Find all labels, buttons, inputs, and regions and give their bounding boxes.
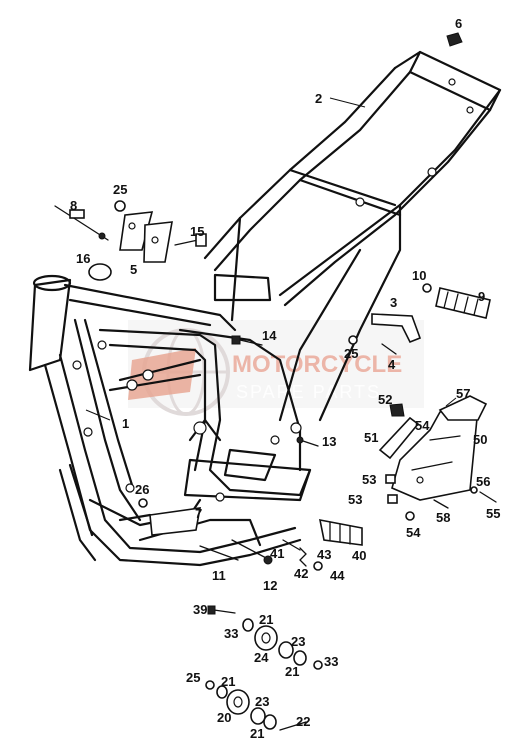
part-3-bracket [371, 313, 422, 344]
part-54-washer-low [405, 511, 415, 521]
callout-14: 14 [262, 328, 277, 343]
part-52-bracket [389, 403, 405, 417]
callout-41: 41 [270, 546, 284, 561]
callout-21d: 21 [250, 726, 264, 741]
callout-58: 58 [436, 510, 450, 525]
callout-13: 13 [322, 434, 336, 449]
part-56-washer [470, 486, 478, 494]
part-5-brackets [119, 211, 173, 263]
part-21-washer-d [263, 714, 277, 730]
part-26-washer [138, 498, 148, 508]
part-9-footpeg [435, 287, 491, 319]
callout-16: 16 [76, 251, 90, 266]
part-25-nut-mid [348, 335, 358, 345]
part-4-screw [381, 343, 397, 355]
part-43-washer [313, 561, 323, 571]
callout-22: 22 [296, 714, 310, 729]
callout-40: 40 [352, 548, 366, 563]
part-21-washer-c [216, 685, 228, 699]
part-58-bolt [433, 499, 449, 509]
part-11-12-bolts [199, 539, 273, 565]
callout-39: 39 [193, 602, 207, 617]
part-14-bolt [231, 335, 263, 346]
callout-51: 51 [364, 430, 378, 445]
part-7-plate [149, 507, 201, 536]
part-24-bushing [254, 625, 278, 651]
callout-21a: 21 [259, 612, 273, 627]
part-42-spring [299, 547, 307, 567]
callout-3: 3 [390, 295, 397, 310]
part-23-spacer-a [278, 641, 294, 659]
callout-23b: 23 [255, 694, 269, 709]
part-22-bolt [279, 721, 307, 731]
callout-55: 55 [486, 506, 500, 521]
callout-2: 2 [315, 91, 322, 106]
callout-43: 43 [317, 547, 331, 562]
part-6-cap [446, 32, 463, 47]
callout-7: 7 [195, 506, 202, 521]
watermark-line2: SPARE PARTS [236, 382, 381, 402]
callout-33b: 33 [324, 654, 338, 669]
watermark-line1: MOTORCYCLE [232, 351, 402, 378]
part-10-nut [422, 283, 432, 293]
callout-11: 11 [212, 568, 226, 583]
callout-42: 42 [294, 566, 308, 581]
callout-44: 44 [330, 568, 345, 583]
part-25-nut-low [205, 680, 215, 690]
part-20-bushing [226, 689, 250, 715]
part-13-bolt [296, 436, 319, 447]
callout-50: 50 [473, 432, 487, 447]
part-57-guard [438, 395, 488, 421]
callout-33a: 33 [224, 626, 238, 641]
callout-56: 56 [476, 474, 490, 489]
callout-5: 5 [130, 262, 137, 277]
part-8-valve [54, 205, 109, 241]
part-55-bolt [479, 491, 497, 503]
callout-6: 6 [455, 16, 462, 31]
part-16-cap [88, 263, 112, 281]
part-50-plate [391, 407, 479, 501]
callout-24: 24 [254, 650, 269, 665]
callout-8: 8 [70, 198, 77, 213]
callout-20: 20 [217, 710, 231, 725]
callout-10: 10 [412, 268, 426, 283]
callout-54b: 54 [406, 525, 421, 540]
part-53-spacers [385, 474, 398, 504]
part-39-bolt [207, 605, 236, 615]
main-frame [28, 50, 502, 567]
part-51-lever [378, 416, 420, 460]
callout-25c: 25 [186, 670, 200, 685]
callout-53b: 53 [348, 492, 362, 507]
callout-25: 25 [113, 182, 127, 197]
callout-52: 52 [378, 392, 392, 407]
part-33-nut [313, 660, 323, 670]
callout-25b: 25 [344, 346, 358, 361]
callout-labels: 6 2 25 8 15 16 5 10 9 3 14 25 4 1 52 57 … [70, 16, 500, 741]
part-23-spacer-b [250, 707, 266, 725]
callout-15: 15 [190, 224, 204, 239]
callout-9: 9 [478, 289, 485, 304]
callout-23a: 23 [291, 634, 305, 649]
callout-1: 1 [122, 416, 129, 431]
leader-lines [85, 97, 457, 421]
part-21-washer-b [293, 650, 307, 666]
callout-54: 54 [415, 418, 430, 433]
callout-57: 57 [456, 386, 470, 401]
callout-4: 4 [388, 357, 396, 372]
part-15-bolt [174, 233, 207, 247]
part-41-pin [282, 539, 301, 551]
callout-21c: 21 [221, 674, 235, 689]
callout-12: 12 [263, 578, 277, 593]
callout-53: 53 [362, 472, 376, 487]
callout-26: 26 [135, 482, 149, 497]
callout-21b: 21 [285, 664, 299, 679]
part-21-washer-a [242, 618, 254, 632]
part-25-nut-top [114, 200, 126, 212]
part-40-footpeg [318, 518, 363, 546]
